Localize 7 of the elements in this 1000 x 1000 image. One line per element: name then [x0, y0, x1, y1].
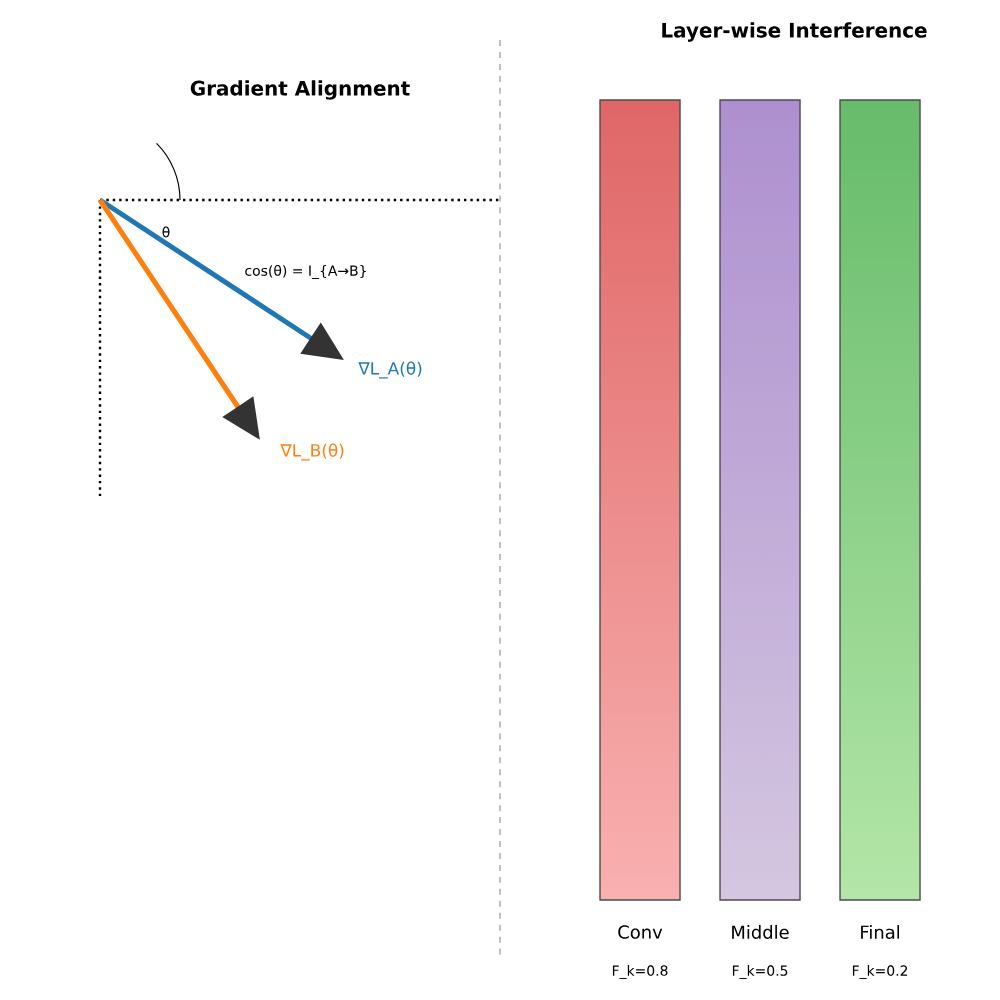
section-title: Layer-wise Interference: [662, 22, 927, 42]
node-label: Middle: [732, 925, 789, 939]
vector-label: ∇L_A(θ): [358, 361, 422, 379]
vector-label: ∇L_B(θ): [280, 443, 344, 461]
section-title: Gradient Alignment: [190, 80, 410, 100]
node-label: Conv: [618, 925, 663, 939]
node-label: Final: [861, 925, 900, 939]
